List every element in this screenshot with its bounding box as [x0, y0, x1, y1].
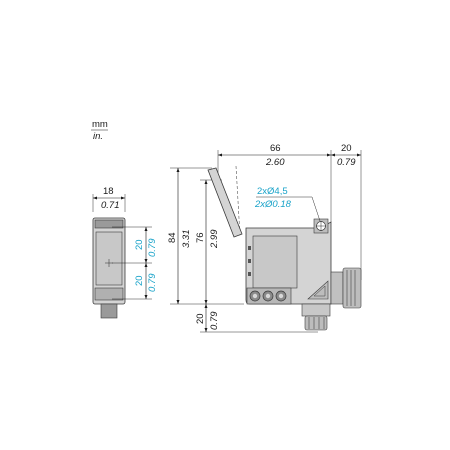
- front-offset-mm: 20: [195, 313, 206, 324]
- arrow: [93, 196, 97, 200]
- side-width-mm: 18: [103, 186, 114, 197]
- led-3: [248, 272, 251, 276]
- front-connector-in: 0.79: [337, 157, 356, 168]
- lens-inner-3: [278, 293, 284, 299]
- front-body-in: 2.99: [209, 229, 220, 249]
- front-offset-in: 0.79: [209, 311, 220, 330]
- arrow: [218, 153, 222, 157]
- plug-body: [301, 303, 331, 317]
- arrow: [144, 259, 148, 263]
- plug-nut: [304, 315, 328, 331]
- arrow: [121, 196, 125, 200]
- unit-in: in.: [93, 131, 103, 142]
- side-width-in: 0.71: [101, 200, 120, 211]
- arrow: [204, 300, 208, 304]
- side-view: 18 0.71 20 0.79 20 0.79: [92, 186, 158, 319]
- unit-legend: mm in.: [91, 119, 108, 142]
- front-total-in: 3.31: [181, 230, 192, 249]
- front-face: [252, 235, 298, 289]
- arrow: [204, 180, 208, 184]
- led-1: [248, 246, 251, 250]
- side-face: [95, 231, 123, 286]
- unit-mm: mm: [92, 119, 108, 130]
- connector-body: [342, 267, 362, 309]
- hole-in: 2xØ0.18: [254, 199, 292, 210]
- side-cable: [100, 303, 118, 319]
- arrow: [357, 153, 361, 157]
- cover-plate: [207, 167, 243, 238]
- arrow: [327, 153, 331, 157]
- side-lower-in: 0.79: [147, 273, 158, 292]
- front-length-mm: 66: [270, 143, 281, 154]
- lens-inner-2: [265, 293, 271, 299]
- arrow: [144, 227, 148, 231]
- side-upper-mm: 20: [134, 239, 145, 250]
- front-connector-mm: 20: [341, 143, 352, 154]
- side-lower-mm: 20: [134, 275, 145, 286]
- front-total-mm: 84: [167, 232, 178, 243]
- led-2: [248, 259, 251, 263]
- arrow: [176, 168, 180, 172]
- arrow: [204, 328, 208, 332]
- lens-inner-1: [252, 293, 258, 299]
- side-upper-in: 0.79: [147, 238, 158, 257]
- front-view: 66 2.60 20 0.79 84 3.31 76 2.99 20 0.79: [167, 143, 362, 333]
- side-lens-top: [94, 219, 124, 229]
- arrow: [144, 263, 148, 267]
- front-length-in: 2.60: [265, 157, 285, 168]
- triangle-inner: [313, 285, 326, 297]
- arrow: [331, 153, 335, 157]
- phantom-bracket-line: [235, 165, 241, 237]
- arrow: [144, 295, 148, 299]
- triangle-marking: [307, 280, 329, 300]
- hole-leader: [256, 196, 321, 222]
- side-base: [94, 287, 124, 301]
- front-body-mm: 76: [195, 232, 206, 243]
- hole-mm: 2xØ4,5: [257, 186, 288, 197]
- arrow: [204, 304, 208, 308]
- arrow: [176, 300, 180, 304]
- connector-neck: [330, 271, 344, 305]
